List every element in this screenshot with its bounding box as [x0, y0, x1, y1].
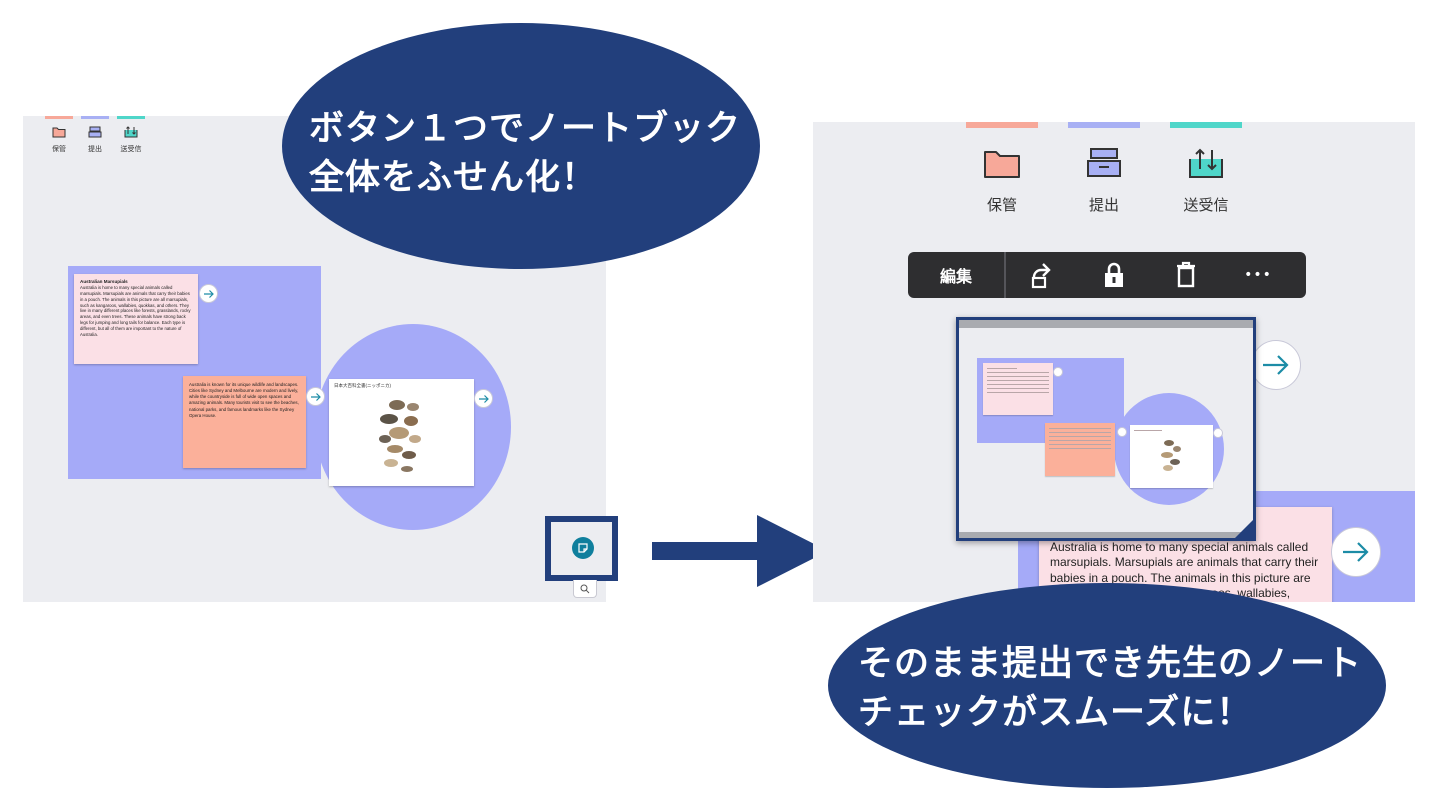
tool-storage[interactable]: 保管 — [966, 122, 1038, 215]
send-receive-icon — [1186, 146, 1226, 180]
arrow-right-icon — [310, 392, 321, 401]
tool-submit[interactable]: 提出 — [1068, 122, 1140, 215]
zoom-handle[interactable] — [573, 580, 597, 598]
right-toolbar: 保管 提出 送受信 — [966, 122, 1242, 215]
preview-image-card — [1130, 425, 1213, 488]
arrow-right-icon — [203, 289, 214, 298]
card-australian-marsupials[interactable]: Australian Marsupials Australia is home … — [74, 274, 198, 364]
magnifier-icon — [580, 584, 590, 593]
delete-button[interactable] — [1150, 252, 1222, 298]
card-marsupial-image[interactable]: 日本大百科全書(ニッポニカ) — [329, 379, 474, 486]
left-tool-submit[interactable]: 提出 — [81, 116, 109, 154]
preview-arrow — [1213, 428, 1223, 438]
send-receive-icon — [123, 125, 139, 139]
trash-icon — [1177, 261, 1195, 288]
left-tool-storage[interactable]: 保管 — [45, 116, 73, 154]
transition-arrow — [652, 515, 828, 587]
lock-button[interactable] — [1078, 252, 1150, 298]
more-button[interactable]: ••• — [1222, 252, 1294, 298]
link-arrow-button[interactable] — [1331, 527, 1381, 577]
sticky-note-icon — [578, 543, 588, 553]
marsupial-illustration — [379, 400, 421, 472]
tool-color-bar — [117, 116, 145, 119]
lock-icon — [1105, 262, 1123, 287]
tool-label: 送受信 — [1183, 196, 1229, 214]
card-australia-wildlife[interactable]: Australia is known for its unique wildli… — [183, 376, 306, 468]
arrow-right-icon — [478, 394, 489, 403]
more-icon: ••• — [1244, 267, 1272, 283]
notebook-sticky-preview[interactable] — [956, 317, 1256, 541]
callout-bubble-top: ボタン１つでノートブック 全体をふせん化！ — [282, 23, 760, 269]
preview-marsupial-illustration — [1161, 440, 1181, 471]
tool-color-bar — [1170, 122, 1242, 128]
card-body: Australia is home to many special animal… — [80, 285, 191, 337]
share-button[interactable] — [1006, 252, 1078, 298]
preview-arrow — [1117, 427, 1127, 437]
preview-salmon-card — [1045, 423, 1115, 476]
callout-line: そのまま提出でき先生のノート — [858, 644, 1363, 684]
right-screenshot: 保管 提出 送受信 編集 ••• — [813, 122, 1415, 602]
tool-label: 送受信 — [120, 145, 142, 153]
preview-header — [959, 320, 1253, 328]
submit-tray-icon — [87, 125, 103, 139]
arrow-right-icon — [1263, 355, 1289, 375]
callout-line: ボタン１つでノートブック — [309, 109, 742, 149]
left-tool-send[interactable]: 送受信 — [117, 116, 145, 154]
share-icon — [1031, 263, 1051, 289]
tool-label: 提出 — [1088, 196, 1119, 214]
left-toolbar: 保管 提出 送受信 — [45, 116, 145, 154]
tool-label: 保管 — [52, 145, 66, 153]
tool-label: 保管 — [986, 196, 1017, 214]
preview-pink-card — [983, 363, 1053, 415]
link-arrow-button[interactable] — [1251, 340, 1301, 390]
sticky-note-button-highlight — [545, 516, 618, 581]
card-body: Australia is known for its unique wildli… — [189, 382, 299, 418]
preview-footer — [959, 532, 1253, 538]
image-caption: 日本大百科全書(ニッポニカ) — [334, 383, 391, 388]
edit-button[interactable]: 編集 — [908, 252, 1006, 298]
tool-label: 提出 — [88, 145, 102, 153]
folder-icon — [982, 146, 1022, 180]
callout-bubble-bottom: そのまま提出でき先生のノート チェックがスムーズに！ — [828, 583, 1386, 788]
callout-line: 全体をふせん化！ — [309, 158, 598, 198]
resize-handle[interactable] — [1235, 520, 1253, 538]
submit-tray-icon — [1084, 146, 1124, 180]
link-arrow-button[interactable] — [474, 389, 493, 408]
tool-color-bar — [966, 122, 1038, 128]
callout-line: チェックがスムーズに！ — [858, 693, 1253, 733]
context-menu: 編集 ••• — [908, 252, 1306, 298]
sticky-note-button[interactable] — [572, 537, 594, 559]
tool-send-receive[interactable]: 送受信 — [1170, 122, 1242, 215]
link-arrow-button[interactable] — [199, 284, 218, 303]
folder-icon — [51, 125, 67, 139]
tool-color-bar — [81, 116, 109, 119]
tool-color-bar — [1068, 122, 1140, 128]
arrow-right-icon — [1343, 542, 1369, 562]
link-arrow-button[interactable] — [306, 387, 325, 406]
preview-arrow — [1053, 367, 1063, 377]
tool-color-bar — [45, 116, 73, 119]
card-title: Australian Marsupials — [80, 279, 128, 284]
